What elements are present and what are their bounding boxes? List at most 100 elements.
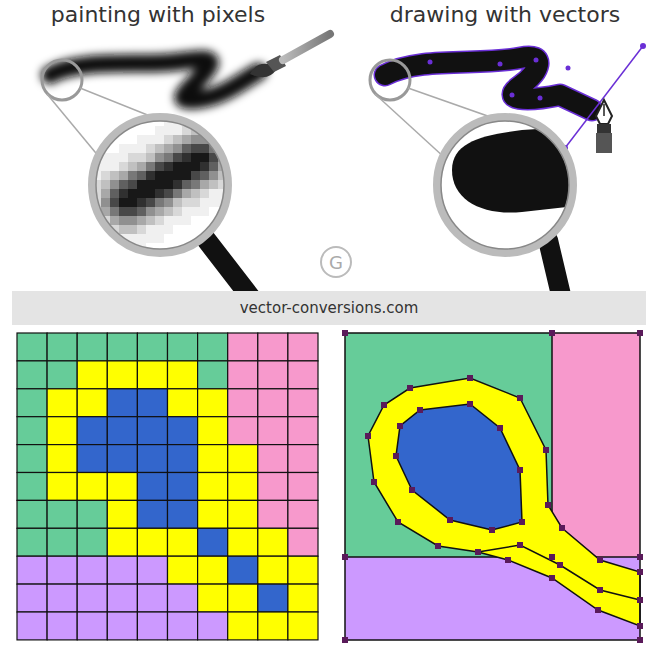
zoom-pixel [146, 216, 155, 225]
zoom-pixel [146, 162, 155, 171]
zoom-pixel [128, 189, 137, 198]
zoom-pixel [92, 144, 101, 153]
grid-pixel [258, 473, 288, 501]
zoom-pixel [227, 189, 236, 198]
grid-pixel [47, 389, 77, 417]
vertex-point [407, 385, 413, 391]
grid-pixel [228, 361, 258, 389]
zoom-pixel [110, 189, 119, 198]
vertex-point [549, 575, 555, 581]
zoom-pixel [110, 207, 119, 216]
grid-pixel [77, 556, 107, 584]
zoom-pixel [155, 252, 164, 261]
zoom-pixel [164, 180, 173, 189]
vertex-point [365, 433, 371, 439]
zoom-pixel [128, 144, 137, 153]
zoom-pixel [119, 189, 128, 198]
zoom-pixel [182, 198, 191, 207]
zoom-pixel [218, 216, 227, 225]
zoom-pixel [182, 135, 191, 144]
zoom-pixel [209, 234, 218, 243]
zoom-leader [375, 94, 445, 158]
grid-pixel [288, 361, 318, 389]
grid-pixel [17, 584, 47, 612]
vector-zoom [452, 126, 585, 213]
zoom-pixel [164, 135, 173, 144]
zoom-pixel [110, 162, 119, 171]
zoom-pixel [218, 243, 227, 252]
zoom-pixel [200, 144, 209, 153]
vertex-point [597, 557, 603, 563]
zoom-pixel [101, 234, 110, 243]
zoom-pixel [227, 207, 236, 216]
zoom-pixel [155, 243, 164, 252]
grid-pixel [198, 445, 228, 473]
zoom-pixel [128, 198, 137, 207]
grid-pixel [47, 556, 77, 584]
zoom-pixel [191, 216, 200, 225]
zoom-pixel [218, 234, 227, 243]
zoom-pixel [101, 198, 110, 207]
pixel-grid [17, 333, 318, 640]
zoom-pixel [110, 252, 119, 261]
grid-pixel [107, 528, 137, 556]
grid-pixel [288, 556, 318, 584]
grid-pixel [107, 500, 137, 528]
grid-pixel [198, 584, 228, 612]
vertex-point [397, 423, 403, 429]
zoom-pixel [137, 225, 146, 234]
zoom-pixel [164, 207, 173, 216]
zoom-pixel [110, 126, 119, 135]
zoom-pixel [182, 180, 191, 189]
zoom-pixel [110, 180, 119, 189]
vertex-point [597, 587, 603, 593]
zoom-pixel [119, 225, 128, 234]
zoom-pixel [164, 216, 173, 225]
grid-pixel [77, 584, 107, 612]
zoom-pixel [110, 117, 119, 126]
zoom-pixel [200, 225, 209, 234]
grid-pixel [258, 445, 288, 473]
zoom-pixel [155, 216, 164, 225]
zoom-pixel [227, 162, 236, 171]
zoom-pixel [182, 153, 191, 162]
vertex-point [637, 623, 643, 629]
zoom-pixel [173, 180, 182, 189]
vertex-point [545, 502, 551, 508]
grid-pixel [288, 333, 318, 361]
zoom-pixel [110, 171, 119, 180]
zoom-pixel [209, 135, 218, 144]
grid-pixel [137, 528, 167, 556]
zoom-pixel [155, 207, 164, 216]
zoom-pixel [110, 198, 119, 207]
zoom-pixel [155, 126, 164, 135]
zoom-pixel [155, 189, 164, 198]
zoom-pixel [137, 189, 146, 198]
zoom-pixel [137, 207, 146, 216]
vertex-point [549, 554, 555, 560]
vertex-point [637, 569, 643, 575]
grid-pixel [17, 445, 47, 473]
vertex-point [417, 407, 423, 413]
lens-rim [441, 121, 569, 249]
zoom-pixel [218, 144, 227, 153]
zoom-pixel [110, 243, 119, 252]
grid-pixel [77, 612, 107, 640]
zoom-pixel [227, 180, 236, 189]
zoom-pixel [164, 162, 173, 171]
zoom-pixel [173, 225, 182, 234]
zoom-pixel [173, 126, 182, 135]
zoom-pixel [146, 198, 155, 207]
grid-pixel [77, 361, 107, 389]
vector-stroke [385, 57, 592, 110]
zoom-pixel [137, 126, 146, 135]
grid-pixel [168, 389, 198, 417]
zoom-pixel [128, 216, 137, 225]
zoom-pixel [146, 252, 155, 261]
vertex-point [637, 554, 643, 560]
grid-pixel [47, 473, 77, 501]
zoom-pixel [137, 153, 146, 162]
grid-pixel [288, 445, 318, 473]
vertex-point [497, 425, 503, 431]
zoom-pixel [155, 171, 164, 180]
